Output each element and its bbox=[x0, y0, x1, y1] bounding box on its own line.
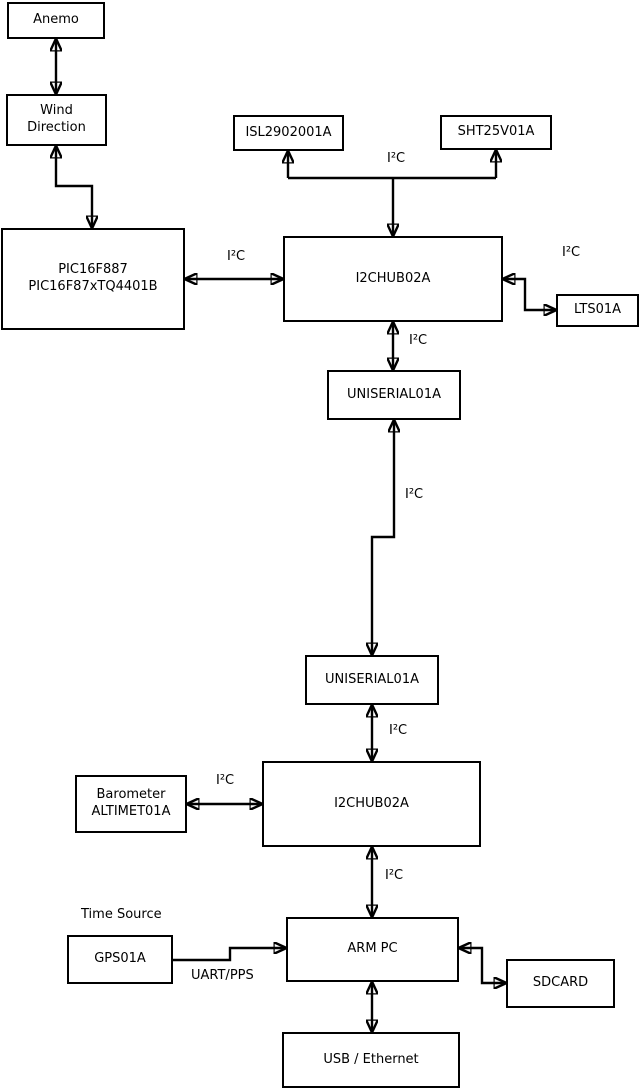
edge-label-i2c-uniserial-hub2: I²C bbox=[389, 723, 408, 738]
node-hub1-label: I2CHUB02A bbox=[355, 270, 431, 286]
edge-label-time-source: Time Source bbox=[81, 907, 162, 922]
node-sht-label: SHT25V01A bbox=[457, 124, 535, 140]
edge-uniserial-link bbox=[372, 420, 394, 655]
node-lts01a: LTS01A bbox=[556, 294, 639, 327]
edge-label-i2c-sensor-branch: I²C bbox=[387, 151, 406, 166]
edge-label-i2c-barometer-hub2: I²C bbox=[216, 773, 235, 788]
node-anemo: Anemo bbox=[7, 2, 105, 39]
edge-label-i2c-pic-hub: I²C bbox=[227, 249, 246, 264]
node-pic-label-line2: PIC16F87xTQ4401B bbox=[28, 279, 158, 294]
node-wind-direction: Wind Direction bbox=[6, 94, 107, 146]
edge-wind-pic bbox=[56, 146, 92, 228]
node-wind-direction-label-line2: Direction bbox=[27, 120, 86, 135]
edge-label-i2c-uniserial-link: I²C bbox=[405, 487, 424, 502]
node-pic-label-line1: PIC16F887 bbox=[58, 262, 128, 278]
node-gps-label: GPS01A bbox=[94, 951, 146, 967]
node-gps01a: GPS01A bbox=[67, 935, 173, 984]
node-uniserial01a-bottom: UNISERIAL01A bbox=[305, 655, 439, 705]
node-i2chub02a-bottom: I2CHUB02A bbox=[262, 761, 481, 847]
node-usb-ethernet: USB / Ethernet bbox=[282, 1032, 460, 1088]
node-barometer-altimet01a: Barometer ALTIMET01A bbox=[75, 775, 187, 833]
edge-hub1-lts bbox=[503, 279, 556, 310]
node-sdcard: SDCARD bbox=[506, 959, 615, 1008]
node-i2chub02a-top: I2CHUB02A bbox=[283, 236, 503, 322]
node-barometer-label-line2: ALTIMET01A bbox=[91, 804, 171, 819]
edge-armpc-sdcard bbox=[459, 948, 506, 983]
node-uniserial2-label: UNISERIAL01A bbox=[325, 671, 419, 687]
node-isl-label: ISL2902001A bbox=[245, 124, 332, 140]
node-uniserial1-label: UNISERIAL01A bbox=[347, 386, 441, 402]
edge-label-i2c-hub-uniserial: I²C bbox=[409, 333, 428, 348]
node-sdcard-label: SDCARD bbox=[532, 975, 589, 991]
node-isl2902001a: ISL2902001A bbox=[233, 115, 344, 151]
node-barometer-label-line1: Barometer bbox=[96, 787, 166, 803]
node-pic16f887: PIC16F887 PIC16F87xTQ4401B bbox=[1, 228, 185, 330]
node-lts-label: LTS01A bbox=[573, 302, 622, 318]
edge-label-i2c-hub-lts: I²C bbox=[562, 245, 581, 260]
node-anemo-label: Anemo bbox=[33, 12, 79, 28]
edge-gps-armpc bbox=[173, 948, 286, 962]
edge-label-i2c-hub2-armpc: I²C bbox=[385, 868, 404, 883]
node-arm-pc: ARM PC bbox=[286, 917, 459, 982]
edge-label-uart-pps: UART/PPS bbox=[191, 968, 254, 983]
node-wind-direction-label-line1: Wind bbox=[40, 103, 73, 119]
node-usb-label: USB / Ethernet bbox=[323, 1051, 419, 1067]
node-sht25v01a: SHT25V01A bbox=[440, 115, 552, 150]
node-armpc-label: ARM PC bbox=[347, 941, 398, 957]
node-uniserial01a-top: UNISERIAL01A bbox=[327, 370, 461, 420]
node-hub2-label: I2CHUB02A bbox=[334, 795, 409, 811]
